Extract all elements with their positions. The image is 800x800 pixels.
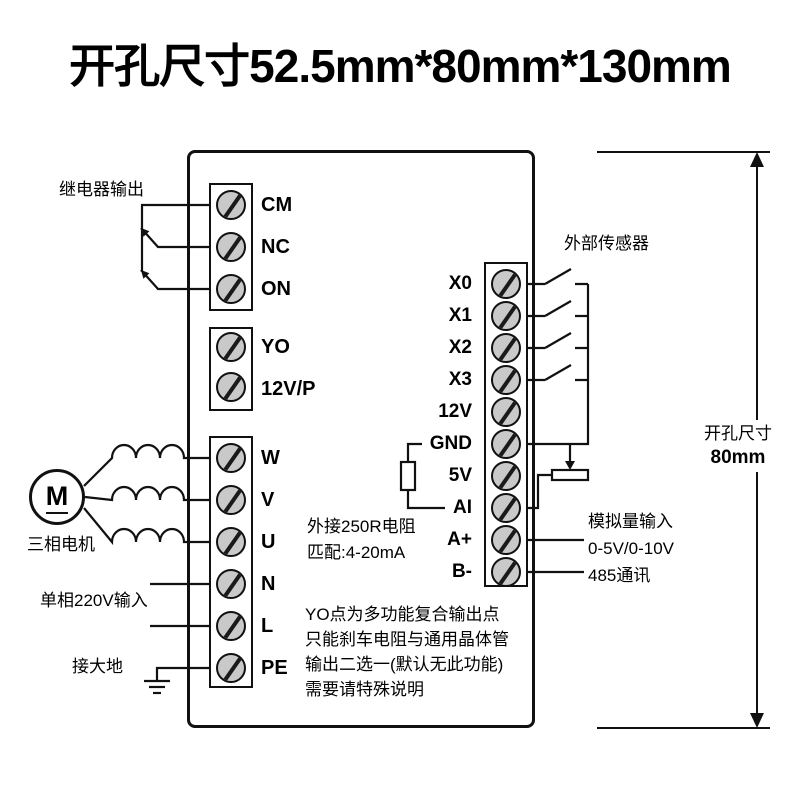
resistor-note: 外接250R电阻 匹配:4-20mA bbox=[307, 514, 416, 566]
terminal-label: AI bbox=[453, 497, 472, 518]
page-title: 开孔尺寸52.5mm*80mm*130mm bbox=[69, 40, 732, 92]
screw-terminal bbox=[216, 611, 246, 641]
terminal-label: YO bbox=[261, 336, 290, 358]
terminal-label: V bbox=[261, 489, 275, 511]
terminal-label: X0 bbox=[448, 273, 472, 294]
terminal-label: NC bbox=[261, 236, 290, 258]
yo-terminal-block bbox=[209, 327, 253, 411]
screw-terminal bbox=[491, 557, 521, 587]
terminal-label: 5V bbox=[448, 465, 472, 486]
terminal-label: 12V/P bbox=[261, 378, 316, 400]
screw-terminal bbox=[216, 569, 246, 599]
screw-terminal bbox=[491, 365, 521, 395]
analog-note-line: 模拟量输入 bbox=[588, 512, 673, 531]
mains-input-label: 单相220V输入 bbox=[40, 591, 148, 610]
screw-terminal bbox=[216, 232, 246, 262]
dimension-label: 开孔尺寸 80mm bbox=[700, 420, 776, 472]
power-terminal-block bbox=[209, 436, 253, 688]
screw-terminal bbox=[491, 429, 521, 459]
terminal-label: GND bbox=[429, 433, 472, 454]
screw-terminal bbox=[216, 485, 246, 515]
external-sensor-label: 外部传感器 bbox=[564, 234, 649, 253]
terminal-label: CM bbox=[261, 194, 293, 216]
analog-comm-note: 模拟量输入 0-5V/0-10V 485通讯 bbox=[588, 508, 674, 589]
potentiometer-symbol bbox=[528, 444, 590, 510]
terminal-label: U bbox=[261, 531, 276, 553]
yo-note-line: 输出二选一(默认无此功能) bbox=[305, 655, 504, 674]
analog-note-line: 485通讯 bbox=[588, 566, 651, 585]
dimension-title: 开孔尺寸 bbox=[704, 424, 772, 443]
terminal-label: ON bbox=[261, 278, 291, 300]
screw-terminal bbox=[216, 443, 246, 473]
screw-terminal bbox=[216, 274, 246, 304]
relay-output-label: 继电器输出 bbox=[59, 180, 144, 199]
yo-note-line: YO点为多功能复合输出点 bbox=[305, 605, 500, 624]
terminal-label: X1 bbox=[448, 305, 472, 326]
relay-terminal-block bbox=[209, 183, 253, 311]
yo-note-line: 需要请特殊说明 bbox=[305, 680, 424, 699]
screw-terminal bbox=[491, 301, 521, 331]
motor-name-label: 三相电机 bbox=[27, 535, 95, 554]
terminal-label: PE bbox=[261, 657, 288, 679]
analog-note-line: 0-5V/0-10V bbox=[588, 539, 674, 558]
terminal-label: W bbox=[261, 447, 280, 469]
earth-label: 接大地 bbox=[72, 657, 123, 676]
motor-symbol: M bbox=[29, 469, 85, 525]
terminal-label: X2 bbox=[448, 337, 472, 358]
rs485-analog-lines bbox=[528, 538, 584, 574]
screw-terminal bbox=[216, 527, 246, 557]
dimension-value: 80mm bbox=[710, 447, 766, 468]
screw-terminal bbox=[491, 269, 521, 299]
terminal-label: L bbox=[261, 615, 274, 637]
screw-terminal bbox=[216, 372, 246, 402]
screw-terminal bbox=[491, 333, 521, 363]
terminal-label: B- bbox=[451, 561, 472, 582]
screw-terminal bbox=[491, 525, 521, 555]
sensor-switch-lines bbox=[528, 268, 590, 446]
yo-note-line: 只能刹车电阻与通用晶体管 bbox=[305, 630, 509, 649]
io-terminal-block bbox=[484, 262, 528, 587]
screw-terminal bbox=[216, 190, 246, 220]
terminal-label: N bbox=[261, 573, 276, 595]
screw-terminal bbox=[216, 332, 246, 362]
screw-terminal bbox=[491, 397, 521, 427]
resistor-note-line: 外接250R电阻 bbox=[307, 517, 416, 536]
resistor-note-line: 匹配:4-20mA bbox=[307, 543, 406, 562]
terminal-label: 12V bbox=[438, 401, 472, 422]
screw-terminal bbox=[216, 653, 246, 683]
yo-function-note: YO点为多功能复合输出点 只能刹车电阻与通用晶体管 输出二选一(默认无此功能) … bbox=[305, 602, 509, 702]
screw-terminal bbox=[491, 493, 521, 523]
terminal-label: X3 bbox=[448, 369, 472, 390]
terminal-label: A+ bbox=[447, 529, 472, 550]
screw-terminal bbox=[491, 461, 521, 491]
